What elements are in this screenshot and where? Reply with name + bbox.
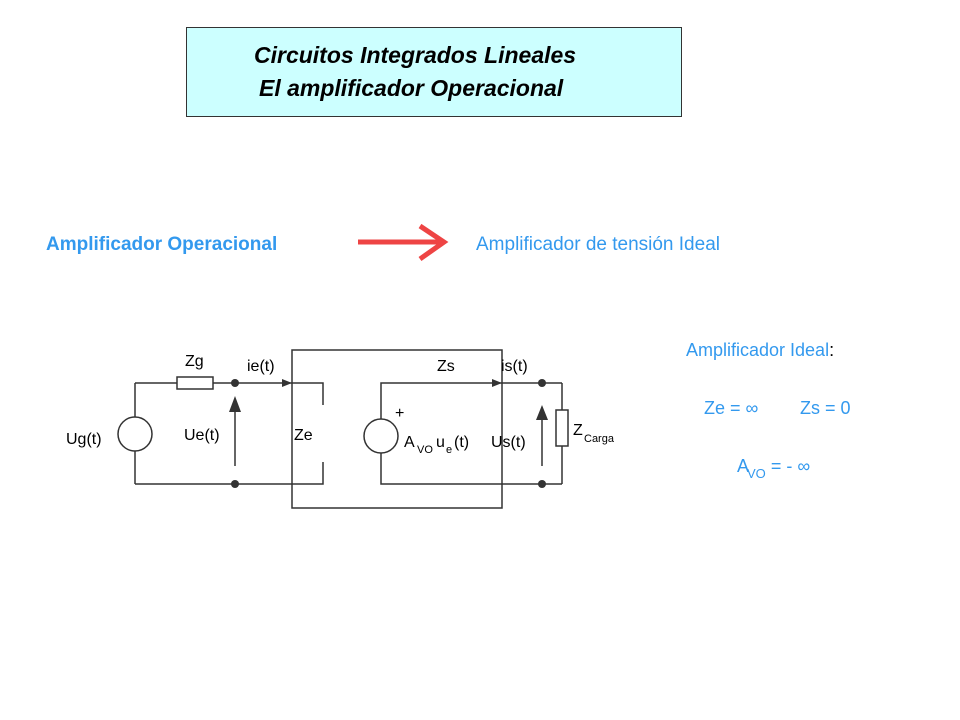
us-label: Us(t) bbox=[491, 434, 526, 451]
ze-bracket-bottom bbox=[292, 462, 324, 485]
source-ug-circle bbox=[117, 416, 153, 452]
src-t-label: (t) bbox=[454, 434, 469, 451]
zg-label: Zg bbox=[185, 353, 204, 370]
ie-label: ie(t) bbox=[247, 358, 275, 375]
zg-resistor bbox=[176, 376, 214, 390]
terminal-in-top bbox=[231, 379, 239, 387]
operational-amplifier-label: Amplificador Operacional bbox=[46, 234, 278, 255]
is-arrow-head bbox=[492, 379, 502, 387]
ze-equation: Ze = ∞ bbox=[704, 398, 759, 418]
terminal-in-bottom bbox=[231, 480, 239, 488]
avo-main: A bbox=[737, 456, 750, 476]
src-vo-label: VO bbox=[417, 444, 433, 456]
wire-source-top bbox=[380, 382, 502, 419]
relation-arrow bbox=[358, 223, 449, 262]
ze-bracket-top bbox=[292, 382, 324, 405]
src-e-label: e bbox=[446, 444, 452, 456]
avo-sub: VO bbox=[747, 466, 766, 481]
zs-label: Zs bbox=[437, 358, 455, 375]
is-label: is(t) bbox=[501, 358, 528, 375]
us-arrow-head bbox=[536, 405, 548, 420]
ideal-heading-text: Amplificador Ideal bbox=[686, 340, 830, 360]
avo-rest: = - ∞ bbox=[765, 456, 811, 476]
relation-arrow-head bbox=[418, 223, 449, 262]
ideal-amplifier-heading: Amplificador Ideal: bbox=[686, 340, 834, 361]
title-line-2: El amplificador Operacional bbox=[259, 75, 564, 101]
ideal-voltage-amplifier-label: Amplificador de tensión Ideal bbox=[476, 234, 720, 255]
ie-arrow-head bbox=[282, 379, 292, 387]
title-line-1: Circuitos Integrados Lineales bbox=[254, 42, 577, 68]
ze-label: Ze bbox=[294, 427, 313, 444]
src-u-label: u bbox=[436, 434, 445, 451]
src-a-label: A bbox=[404, 434, 415, 451]
amplifier-box bbox=[291, 349, 503, 509]
avo-equation: AVO = - ∞ bbox=[737, 456, 811, 481]
controlled-source-circle bbox=[363, 418, 399, 454]
zs-equation: Zs = 0 bbox=[800, 398, 851, 418]
terminal-out-bottom bbox=[538, 480, 546, 488]
ue-arrow-head bbox=[229, 396, 241, 412]
ideal-heading-colon: : bbox=[829, 340, 835, 360]
wire-source-bottom bbox=[380, 453, 502, 485]
ue-label: Ue(t) bbox=[184, 427, 220, 444]
terminal-out-top bbox=[538, 379, 546, 387]
zcarga-z-label: Z bbox=[573, 422, 583, 439]
zcarga-resistor bbox=[555, 409, 569, 447]
ug-label: Ug(t) bbox=[66, 431, 102, 448]
zcarga-sub-label: Carga bbox=[584, 433, 615, 445]
plus-label: + bbox=[395, 405, 404, 422]
title-box: Circuitos Integrados Lineales El amplifi… bbox=[186, 27, 682, 117]
